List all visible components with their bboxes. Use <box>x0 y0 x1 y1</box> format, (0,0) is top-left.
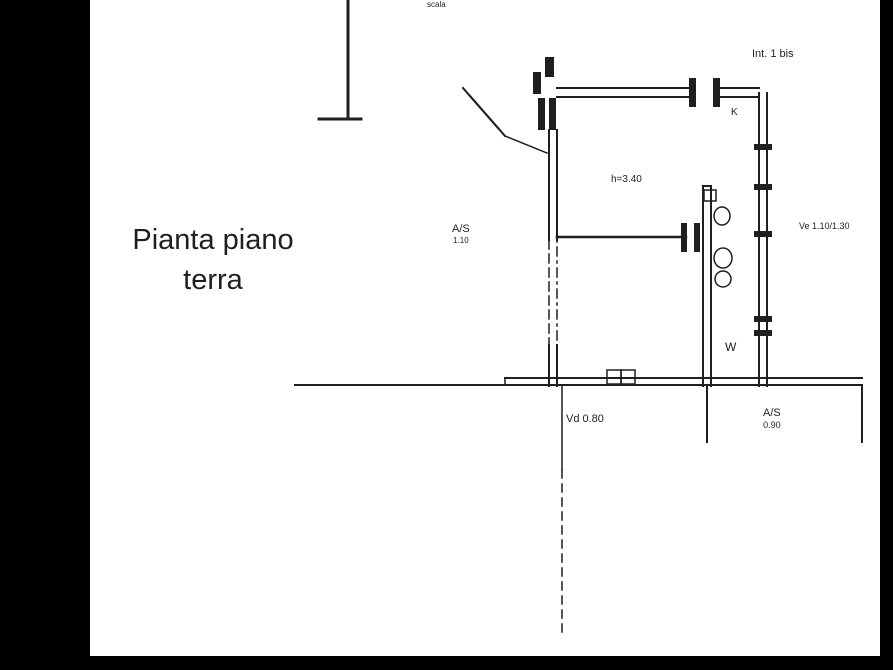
right-wall <box>754 92 772 387</box>
wc-label: W <box>725 340 737 354</box>
central-wall <box>548 129 558 387</box>
opening-bottom-code: A/S <box>763 407 781 419</box>
top-left-wall <box>317 0 363 121</box>
drawing-sheet <box>90 0 880 656</box>
opening-left-label: A/S 1.10 <box>452 223 470 245</box>
plan-title-line2: terra <box>183 264 243 296</box>
top-small-label: scala <box>427 0 446 9</box>
door-bottom-label: Vd 0.80 <box>566 413 604 425</box>
top-wall <box>556 78 760 107</box>
bathroom-wall <box>702 185 712 443</box>
plan-title-line1: Pianta piano <box>132 224 294 256</box>
bathroom-fixtures <box>703 189 733 288</box>
plan-title: Pianta piano terra <box>112 220 314 300</box>
opening-left-code: A/S <box>452 223 470 235</box>
opening-left-size: 1.10 <box>453 235 469 245</box>
stairs-hatch <box>461 86 548 154</box>
kitchen-label: K <box>731 107 738 118</box>
opening-bottom-size: 0.90 <box>763 419 781 430</box>
window-right-label: Ve 1.10/1.30 <box>799 221 850 231</box>
interior-partition <box>555 223 700 252</box>
lower-extension-lines <box>561 384 863 635</box>
opening-bottom-label: A/S 0.90 <box>763 407 781 430</box>
unit-label: Int. 1 bis <box>752 48 794 60</box>
room-height-label: h=3.40 <box>611 174 642 185</box>
entry-door-jambs <box>533 57 556 130</box>
bottom-wall <box>294 369 863 386</box>
